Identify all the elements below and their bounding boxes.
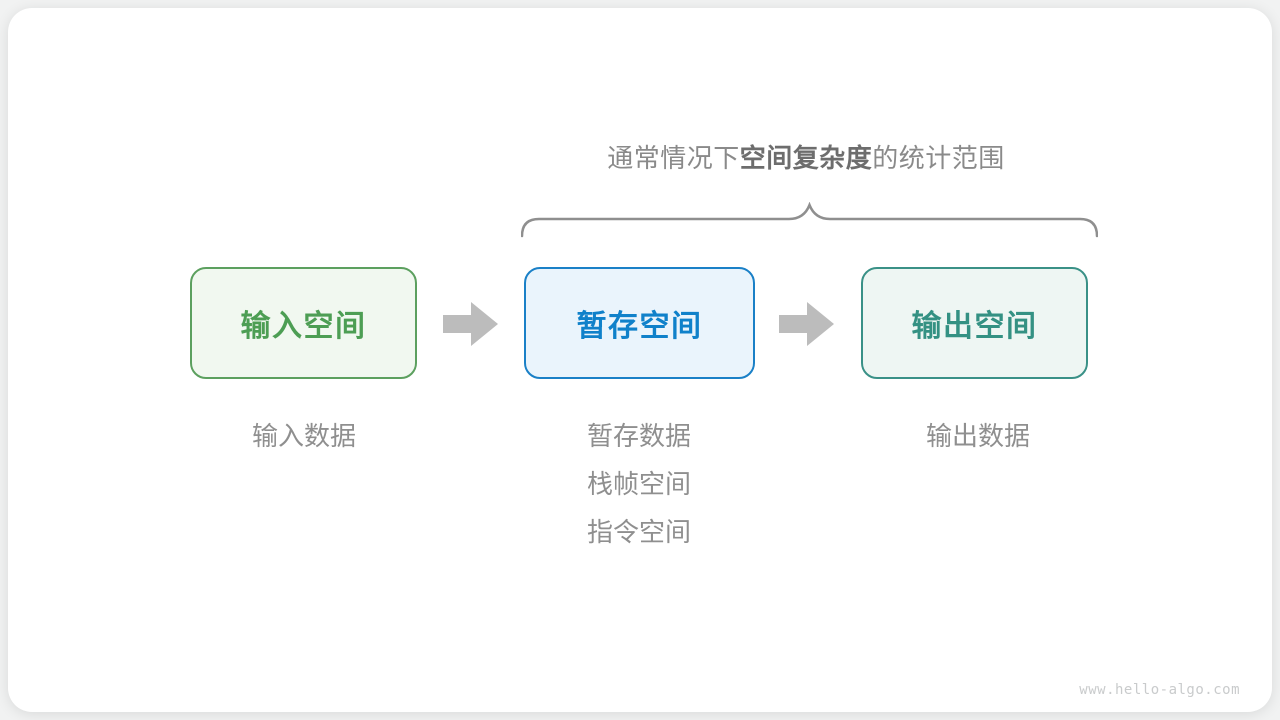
scope-annotation-bold: 空间复杂度 bbox=[739, 143, 873, 173]
box-input-space-label: 输入空间 bbox=[240, 310, 367, 343]
note-input-data: 输入数据 bbox=[252, 421, 356, 451]
note-line: 暂存数据 bbox=[587, 421, 692, 451]
note-output-data: 输出数据 bbox=[926, 421, 1030, 451]
box-input-space: 输入空间 bbox=[190, 267, 417, 379]
scope-annotation-prefix: 通常情况下 bbox=[607, 143, 740, 173]
arrow-right-icon bbox=[443, 302, 498, 346]
note-line: 输出数据 bbox=[925, 421, 1031, 451]
scope-annotation: 通常情况下空间复杂度的统计范围 bbox=[607, 142, 1005, 174]
note-line: 栈帧空间 bbox=[587, 469, 692, 499]
arrow-right-shape bbox=[443, 302, 498, 346]
arrow-right-icon bbox=[779, 302, 834, 346]
note-line: 输入数据 bbox=[251, 421, 357, 451]
box-temporary-space: 暂存空间 bbox=[524, 267, 755, 379]
box-output-space-label: 输出空间 bbox=[911, 310, 1038, 343]
brace-path bbox=[521, 202, 1098, 238]
scope-annotation-suffix: 的统计范围 bbox=[872, 143, 1005, 173]
note-line: 指令空间 bbox=[587, 517, 692, 547]
box-temporary-space-label: 暂存空间 bbox=[576, 310, 703, 343]
arrow-right-shape bbox=[779, 302, 834, 346]
note-temporary-items: 暂存数据 栈帧空间 指令空间 bbox=[587, 421, 691, 565]
brace-shape bbox=[521, 202, 1098, 238]
box-output-space: 输出空间 bbox=[861, 267, 1088, 379]
watermark-url: www.hello-algo.com bbox=[1079, 682, 1240, 698]
